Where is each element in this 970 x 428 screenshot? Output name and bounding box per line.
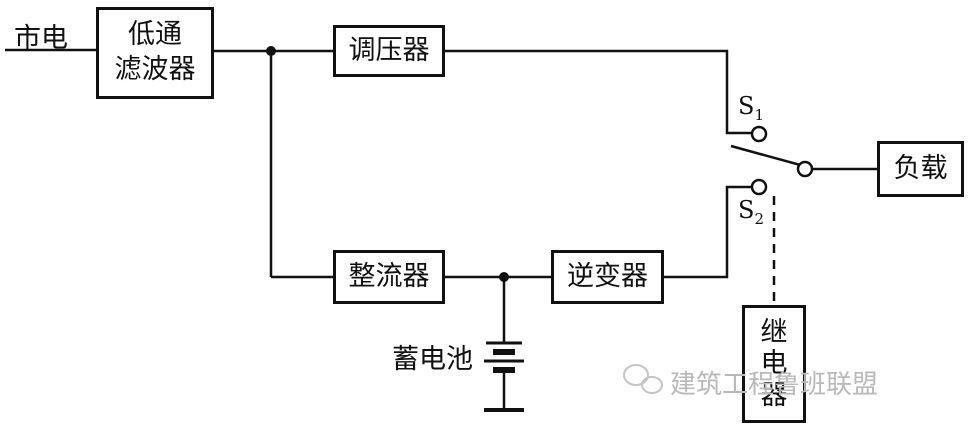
s2-contact — [750, 178, 768, 196]
relay-char-3: 器 — [760, 379, 788, 411]
lowpass-filter-block: 低通 滤波器 — [96, 7, 214, 99]
voltage-regulator-label: 调压器 — [348, 34, 430, 66]
lowpass-filter-line1: 低通 — [128, 19, 182, 51]
mains-label: 市电 — [14, 23, 68, 54]
relay-char-1: 继 — [760, 317, 788, 349]
inverter-to-s2-wire — [664, 185, 752, 279]
s1-index: 1 — [754, 105, 764, 124]
load-block: 负载 — [877, 141, 964, 197]
relay-block: 继 电 器 — [742, 305, 806, 423]
lowpass-filter-line2: 滤波器 — [114, 54, 196, 85]
inverter-block: 逆变器 — [551, 250, 664, 304]
junction-dot-top — [266, 46, 276, 56]
relay-char-2: 电 — [760, 348, 788, 380]
s2-letter: S — [738, 196, 755, 224]
watermark-text: 建筑工程鲁班联盟 — [670, 370, 879, 400]
s1-contact — [750, 125, 768, 143]
rectifier-label: 整流器 — [348, 260, 430, 292]
switch-common-contact — [796, 160, 814, 178]
s1-letter: S — [738, 92, 755, 120]
regulator-to-s1-wire — [445, 49, 752, 135]
rectifier-block: 整流器 — [333, 250, 445, 304]
battery-symbol — [484, 341, 524, 412]
s2-index: 2 — [754, 209, 764, 228]
junction-dot-battery — [499, 272, 509, 282]
switch-blade — [730, 144, 805, 168]
s1-label: S1 — [738, 92, 764, 124]
s2-label: S2 — [738, 196, 764, 228]
load-label: 负载 — [893, 152, 948, 184]
inverter-label: 逆变器 — [567, 260, 648, 292]
wechat-icon — [623, 364, 663, 394]
battery-label: 蓄电池 — [392, 344, 473, 375]
voltage-regulator-block: 调压器 — [333, 25, 445, 77]
